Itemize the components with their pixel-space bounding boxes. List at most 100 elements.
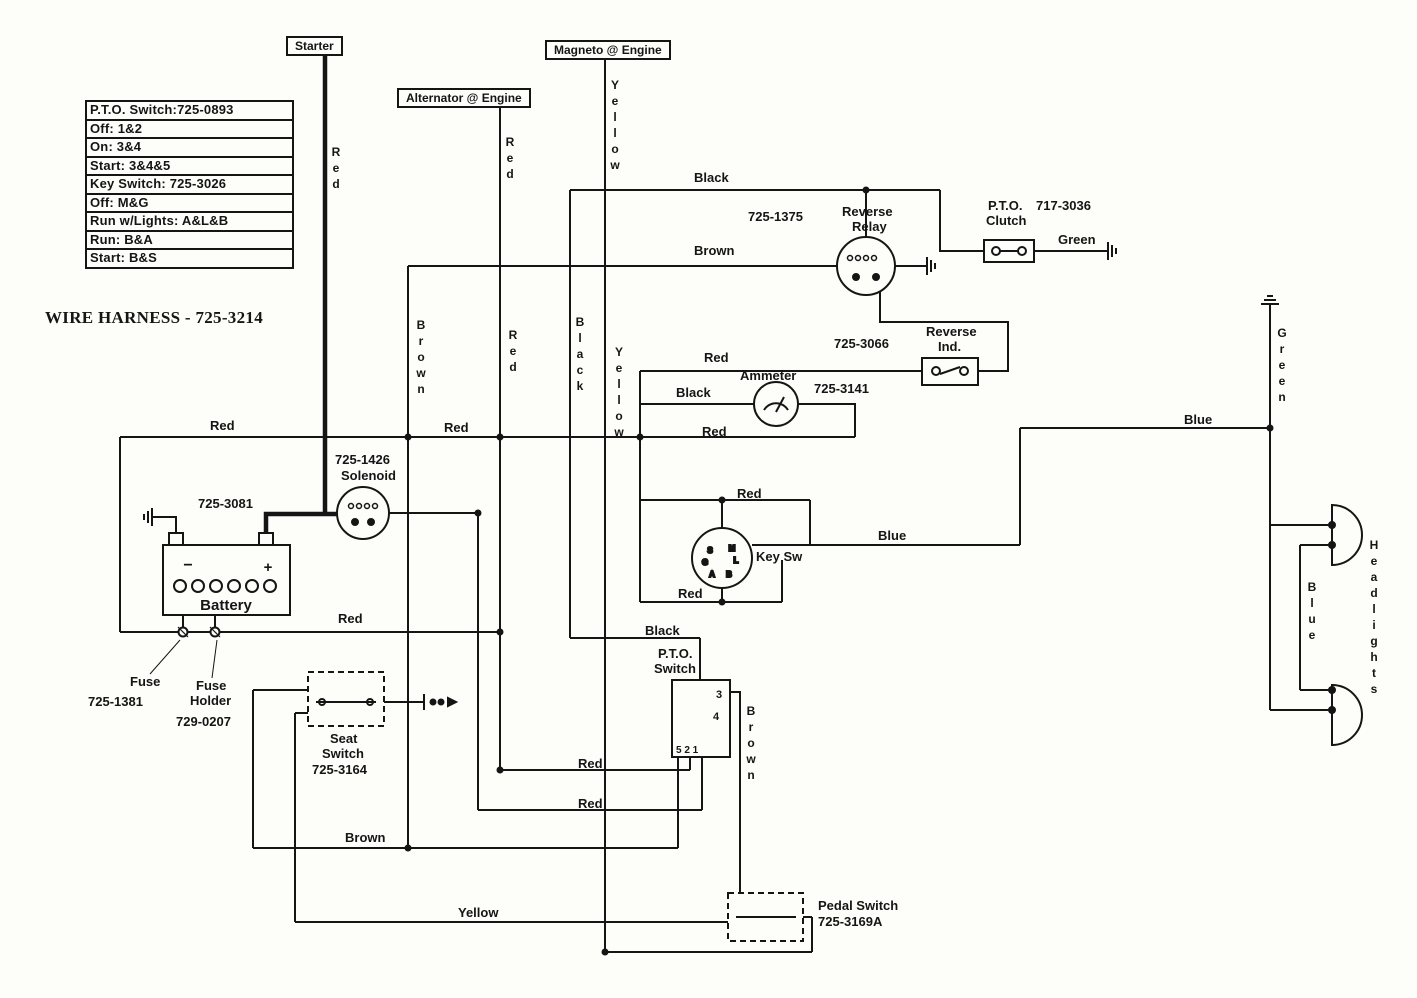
components: S M G L A B − + Battery xyxy=(162,236,1363,942)
pedal-switch-symbol xyxy=(727,892,804,942)
reverse-ind-label2: Ind. xyxy=(938,339,962,354)
seat-switch-label: Seat xyxy=(330,731,358,746)
headlight-bottom-symbol xyxy=(1331,683,1363,747)
wire-brown-pedal xyxy=(730,691,741,893)
fuse-holder-leader xyxy=(211,639,218,679)
wire-label-magneto-yellow: Yellow xyxy=(608,78,622,174)
key-switch-label: Key Sw xyxy=(756,549,803,564)
legend-row: Start: B&S xyxy=(90,250,158,265)
pedal-switch-label: Pedal Switch xyxy=(818,898,899,913)
wires xyxy=(119,56,1330,953)
wire-label-red-revind: Red xyxy=(704,350,729,365)
seat-switch-part: 725-3164 xyxy=(312,762,367,777)
wire-relay-to-ind xyxy=(879,292,1009,372)
wire-label-battery-red: Red xyxy=(338,611,363,626)
key-terminal: M xyxy=(729,544,736,553)
wire-label-black-ammeter: Black xyxy=(676,385,711,400)
fuse-holder-label2: Holder xyxy=(190,693,232,708)
battery-plus: + xyxy=(264,559,273,576)
wire-ammeter-bus xyxy=(798,403,856,437)
wire-label-yellow-mid: Yellow xyxy=(612,345,626,441)
wire-clutch-feed xyxy=(939,190,984,252)
pto-pin-3: 3 xyxy=(716,689,722,701)
reverse-ind-symbol xyxy=(921,357,979,386)
reverse-ind-label: Reverse xyxy=(926,324,977,339)
pto-clutch-symbol xyxy=(983,239,1035,263)
pto-clutch-label2: Clutch xyxy=(986,213,1027,228)
alternator-box: Alternator @ Engine xyxy=(397,88,531,108)
legend-row: Off: M&G xyxy=(87,195,292,213)
battery-minus: − xyxy=(183,557,192,574)
legend-table: P.T.O. Switch:725-0893 Off: 1&2 On: 3&4 … xyxy=(85,100,294,269)
wire-label-key-red-bottom: Red xyxy=(678,586,703,601)
legend-row: P.T.O. Switch:725-0893 xyxy=(87,102,292,121)
wire-label-clutch-green: Green xyxy=(1058,232,1096,247)
fuse-leader xyxy=(149,639,181,675)
seat-switch-symbol xyxy=(307,671,385,727)
wire-label-pto-red-1: Red xyxy=(578,756,603,771)
reverse-relay-part: 725-1375 xyxy=(748,209,803,224)
wire-label-black-top: Black xyxy=(694,170,729,185)
fuse-part: 725-1381 xyxy=(88,694,143,709)
pedal-switch-part: 725-3169A xyxy=(818,914,883,929)
pto-clutch-part: 717-3036 xyxy=(1036,198,1091,213)
ground-icon xyxy=(1099,241,1117,261)
wire-label-red-mid: Red xyxy=(506,328,520,376)
ammeter-symbol xyxy=(753,381,799,427)
legend-row: Off: 1&2 xyxy=(87,121,292,139)
wire-label-blue-headlight: Blue xyxy=(1305,580,1319,644)
legend-row: Key Switch: 725-3026 xyxy=(87,176,292,195)
wire-battery-ground xyxy=(160,516,177,533)
fuse-label: Fuse xyxy=(130,674,161,689)
battery-label: Battery xyxy=(200,597,252,614)
wire-label-black-pto: Black xyxy=(645,623,680,638)
key-switch-symbol xyxy=(691,527,753,589)
ground-icon xyxy=(1260,295,1280,313)
battery-symbol xyxy=(162,544,291,616)
starter-box: Starter xyxy=(286,36,343,56)
battery-part: 725-3081 xyxy=(198,496,253,511)
wire-label-yellow-bottom: Yellow xyxy=(458,905,499,920)
wire-label-starter-red: Red xyxy=(329,145,343,193)
wire-label-key-blue: Blue xyxy=(878,528,907,543)
legend-row: Run w/Lights: A&L&B xyxy=(87,213,292,232)
junction-dots xyxy=(404,186,1274,956)
wire-label-brown-pedal: Brown xyxy=(744,704,758,784)
wire-label-brown-bottom: Brown xyxy=(345,830,386,845)
ground-icon xyxy=(918,256,936,276)
key-terminal: S xyxy=(707,546,713,555)
reverse-ind-part: 725-3066 xyxy=(834,336,889,351)
reverse-relay-label2: Relay xyxy=(852,219,887,234)
ammeter-part: 725-3141 xyxy=(814,381,869,396)
key-terminal: G xyxy=(702,558,708,567)
headlight-top-symbol xyxy=(1331,503,1363,567)
pto-switch-label: P.T.O. xyxy=(658,646,693,661)
magneto-box: Magneto @ Engine xyxy=(545,40,671,60)
solenoid-label: Solenoid xyxy=(341,468,396,483)
wire-label-pto-red-2: Red xyxy=(578,796,603,811)
pto-clutch-label: P.T.O. xyxy=(988,198,1023,213)
legend-row: Start: 3&4&5 xyxy=(87,158,292,176)
pto-pin-4: 4 xyxy=(713,711,720,723)
wire-label-green-right: Green xyxy=(1275,326,1289,406)
wire-label-brown-mid: Brown xyxy=(414,318,428,398)
seat-switch-label2: Switch xyxy=(322,746,364,761)
pto-pins-bottom: 5 2 1 xyxy=(676,745,699,756)
fuse-holder-label: Fuse xyxy=(196,678,227,693)
wire-label-black-mid: Black xyxy=(573,315,587,395)
solenoid-symbol xyxy=(336,486,390,540)
wire-label-bus-red-1: Red xyxy=(210,418,235,433)
wire-label-key-red-top: Red xyxy=(737,486,762,501)
solenoid-part: 725-1426 xyxy=(335,452,390,467)
wire-label-blue-top-right: Blue xyxy=(1184,412,1213,427)
key-terminal: B xyxy=(726,570,732,579)
reverse-relay-label: Reverse xyxy=(842,204,893,219)
ground-symbols xyxy=(143,241,1280,527)
wire-solenoid-battery xyxy=(263,511,337,534)
wire-label-bus-red-3: Red xyxy=(702,424,727,439)
reverse-relay-symbol xyxy=(836,236,896,296)
ground-icon xyxy=(143,507,161,527)
legend-row: Run: B&A xyxy=(87,232,292,250)
